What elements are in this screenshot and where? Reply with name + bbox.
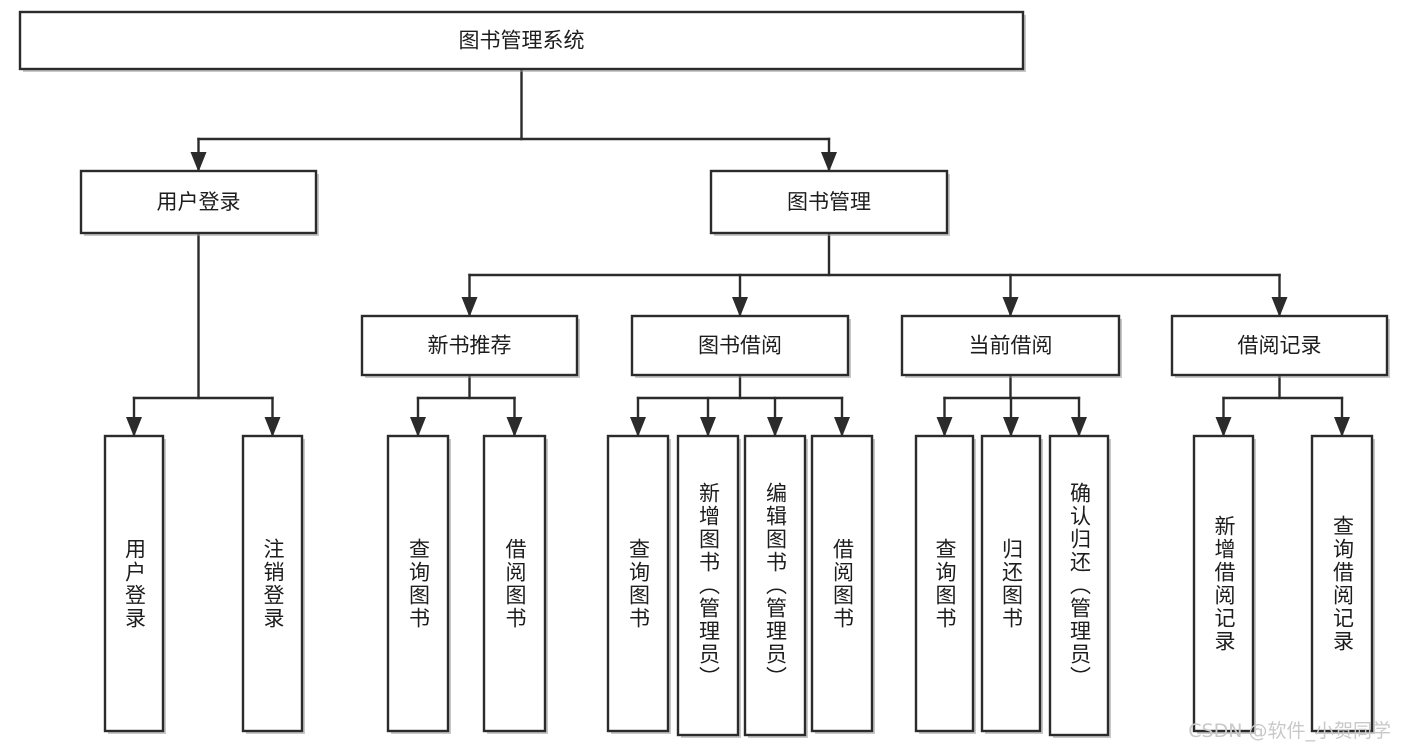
node-leaf5[interactable]	[606, 434, 671, 734]
node-leaf12[interactable]	[1192, 434, 1256, 734]
node-records[interactable]: 借阅记录	[1170, 314, 1390, 378]
node-label: 图书管理系统	[459, 29, 585, 53]
node-leaf7[interactable]	[743, 434, 808, 738]
node-label-vertical: 查询图书	[933, 537, 957, 630]
node-leaf10[interactable]	[980, 434, 1043, 734]
arrow-head-icon	[1215, 417, 1232, 437]
arrow-head-icon	[936, 417, 953, 437]
node-box[interactable]	[386, 434, 450, 733]
node-label-vertical: 归还图书	[999, 537, 1024, 630]
node-box[interactable]	[103, 434, 165, 733]
node-box[interactable]	[914, 434, 975, 733]
node-leaf1[interactable]	[103, 434, 166, 734]
arrow-head-icon	[630, 417, 646, 437]
arrow-head-icon	[834, 417, 850, 437]
node-box[interactable]	[360, 314, 579, 377]
node-label-vertical: 查询图书	[626, 537, 651, 630]
arrow-head-icon	[264, 417, 281, 437]
node-login[interactable]: 用户登录	[79, 169, 319, 236]
arrow-head-icon	[1003, 417, 1019, 437]
node-label-vertical: 编辑图书（管理员）	[763, 482, 788, 689]
node-label-vertical: 新增图书（管理员）	[696, 482, 721, 689]
node-label-vertical: 确认归还（管理员）	[1067, 482, 1092, 689]
connector-group-bus-login	[126, 231, 281, 437]
arrow-head-icon	[821, 152, 837, 172]
node-label-vertical: 查询借阅记录	[1330, 514, 1355, 653]
node-bookmgmt[interactable]: 图书管理	[709, 169, 950, 236]
node-box[interactable]	[482, 434, 547, 733]
arrow-head-icon	[126, 417, 142, 437]
connector-group-bus-borrow	[630, 373, 850, 437]
node-leaf8[interactable]	[810, 434, 875, 734]
node-label: 新书推荐	[428, 334, 512, 358]
arrow-head-icon	[732, 297, 748, 317]
node-label-vertical: 用户登录	[122, 537, 147, 630]
connector-group-bus-root	[190, 67, 837, 172]
arrow-head-icon	[410, 417, 426, 437]
node-box[interactable]	[1048, 434, 1110, 737]
node-box[interactable]	[630, 314, 850, 377]
node-borrow[interactable]: 图书借阅	[630, 314, 851, 378]
node-leaf9[interactable]	[914, 434, 976, 734]
node-label-vertical: 新增借阅记录	[1212, 514, 1236, 653]
node-label: 图书管理	[787, 190, 871, 214]
node-label: 图书借阅	[698, 334, 782, 358]
node-label: 借阅记录	[1238, 334, 1322, 358]
arrow-head-icon	[190, 152, 207, 172]
node-box[interactable]	[676, 434, 740, 737]
node-label-vertical: 借阅图书	[830, 537, 855, 630]
arrow-head-icon	[461, 297, 478, 317]
node-label-vertical: 注销登录	[261, 537, 285, 630]
arrow-head-icon	[506, 417, 523, 437]
node-leaf4[interactable]	[482, 434, 548, 734]
node-box[interactable]	[1170, 314, 1389, 377]
node-box[interactable]	[241, 434, 304, 733]
node-leaf2[interactable]	[241, 434, 305, 734]
node-label: 用户登录	[157, 190, 241, 214]
node-leaf13[interactable]	[1310, 434, 1375, 734]
arrow-head-icon	[700, 417, 716, 437]
node-label: 当前借阅	[969, 334, 1053, 358]
node-root[interactable]: 图书管理系统	[18, 10, 1026, 72]
node-newrec[interactable]: 新书推荐	[360, 314, 580, 378]
node-box[interactable]	[980, 434, 1042, 733]
node-leaf6[interactable]	[676, 434, 741, 738]
connector-group-bus-records	[1215, 373, 1350, 437]
connector-group-bus-newrec	[410, 373, 523, 437]
node-box[interactable]	[1310, 434, 1374, 733]
connector-group-bus-bookmgmt	[461, 231, 1288, 317]
arrow-head-icon	[1071, 417, 1087, 437]
arrow-head-icon	[767, 417, 783, 437]
node-box[interactable]	[810, 434, 874, 733]
node-leaf11[interactable]	[1048, 434, 1111, 738]
connector-group-bus-current	[936, 373, 1087, 437]
arrow-head-icon	[1002, 297, 1019, 317]
node-leaf3[interactable]	[386, 434, 451, 734]
node-box[interactable]	[1192, 434, 1255, 733]
node-box[interactable]	[743, 434, 807, 737]
arrow-head-icon	[1271, 297, 1288, 317]
node-label-vertical: 借阅图书	[503, 537, 527, 630]
edge-layer	[126, 67, 1350, 437]
node-box[interactable]	[79, 169, 318, 235]
node-box[interactable]	[709, 169, 949, 235]
node-box[interactable]	[606, 434, 670, 733]
node-label-vertical: 查询图书	[406, 537, 431, 630]
node-box[interactable]	[18, 10, 1025, 71]
arrow-head-icon	[1334, 417, 1350, 437]
watermark-text: CSDN @软件_小贺同学	[1188, 720, 1391, 742]
node-current[interactable]: 当前借阅	[900, 314, 1122, 378]
node-box[interactable]	[900, 314, 1121, 377]
